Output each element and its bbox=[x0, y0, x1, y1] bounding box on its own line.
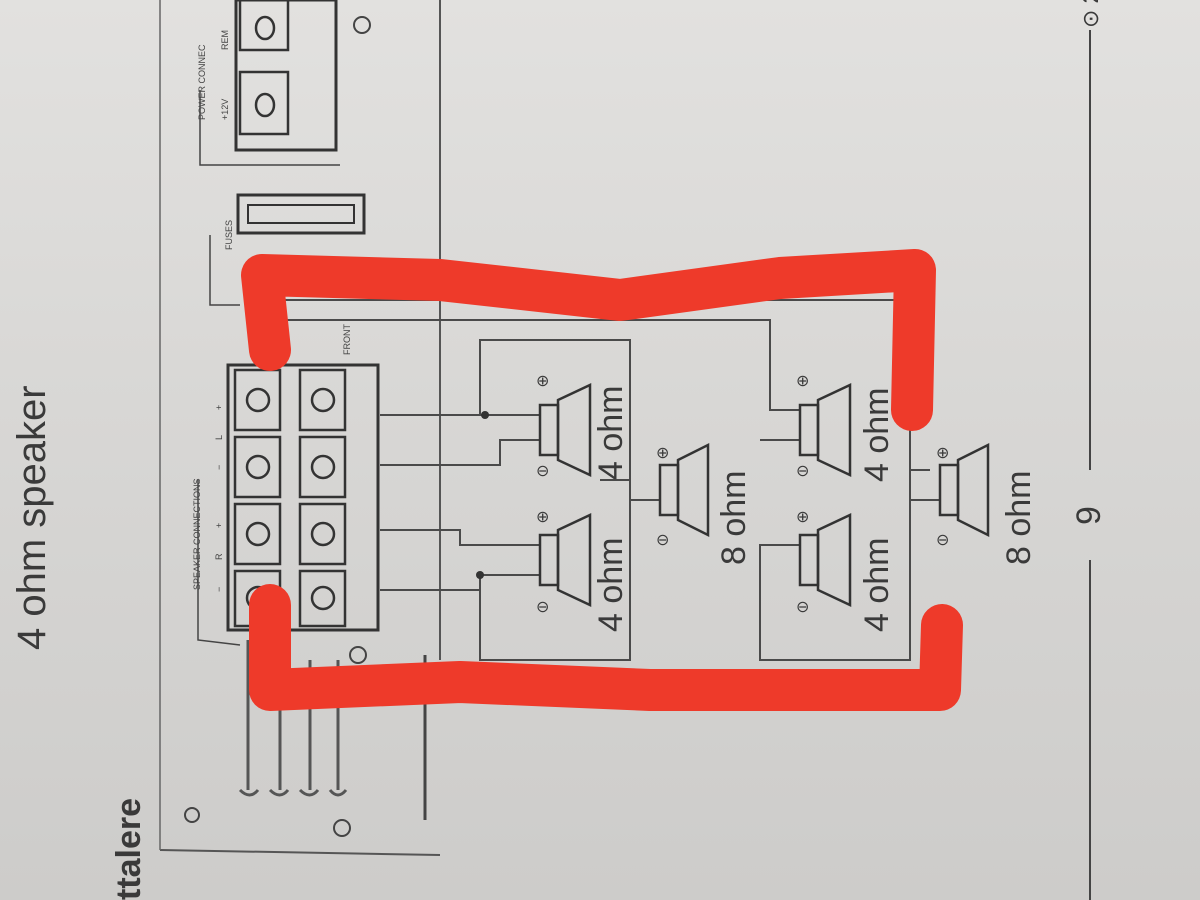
svg-text:⊕: ⊕ bbox=[656, 445, 669, 462]
svg-text:⊖: ⊖ bbox=[536, 599, 549, 616]
fuses-label: FUSES bbox=[224, 220, 234, 250]
section-title: ttalere bbox=[110, 798, 148, 900]
speaker-terminal-row-bottom bbox=[298, 368, 347, 628]
svg-text:R: R bbox=[214, 553, 224, 560]
left-bottom-speaker-label: 4 ohm bbox=[592, 538, 630, 633]
mount-screw-icon bbox=[353, 16, 371, 34]
power-connector-block bbox=[234, 0, 338, 152]
fuse-holder bbox=[236, 193, 366, 235]
svg-text:⊕: ⊕ bbox=[536, 509, 549, 526]
svg-text:L: L bbox=[214, 435, 224, 440]
power-screw-12v-icon bbox=[254, 92, 276, 118]
right-combined-impedance-label: 8 ohm bbox=[1000, 471, 1038, 566]
svg-text:⊕: ⊕ bbox=[536, 373, 549, 390]
speaker-connections-bracket bbox=[197, 480, 241, 646]
power-terminal-12v bbox=[238, 70, 290, 136]
svg-text:⊖: ⊖ bbox=[796, 599, 809, 616]
speaker-icon bbox=[798, 513, 852, 607]
mount-screw-bottom-icon bbox=[349, 646, 367, 664]
amp-panel-bottom-edge bbox=[159, 849, 441, 856]
page-heading: 4 ohm speaker bbox=[10, 385, 54, 650]
svg-text:⊕: ⊕ bbox=[796, 373, 809, 390]
power-terminal-12v-label: +12V bbox=[220, 99, 230, 120]
speaker-terminal-block bbox=[226, 363, 380, 632]
speaker-icon bbox=[938, 442, 990, 538]
svg-text:+: + bbox=[214, 405, 224, 410]
speaker-icon bbox=[798, 383, 852, 477]
svg-text:⊕: ⊕ bbox=[796, 509, 809, 526]
wire-junction bbox=[481, 411, 489, 419]
speaker-icon bbox=[538, 383, 592, 477]
fuse-icon bbox=[247, 204, 355, 224]
speaker-connections-label: SPEAKER CONNECTIONS bbox=[192, 478, 202, 590]
mount-screw-corner2-icon bbox=[333, 819, 351, 837]
svg-text:−: − bbox=[214, 465, 224, 470]
power-terminal-rem-label: REM bbox=[220, 30, 230, 50]
front-label: FRONT bbox=[342, 324, 352, 355]
speaker-icon bbox=[538, 513, 592, 607]
wire-junction bbox=[476, 571, 484, 579]
terminal-polarity-labels: − R + − L + bbox=[214, 405, 224, 592]
corner-number: ⊙ 2 bbox=[1078, 0, 1103, 28]
power-connection-label: POWER CONNEC bbox=[197, 44, 207, 120]
power-bracket bbox=[199, 90, 340, 166]
svg-text:+: + bbox=[214, 523, 224, 528]
svg-text:⊖: ⊖ bbox=[796, 463, 809, 480]
svg-text:⊖: ⊖ bbox=[656, 532, 669, 549]
fuses-bracket bbox=[209, 235, 240, 306]
svg-text:⊖: ⊖ bbox=[936, 532, 949, 549]
svg-text:⊖: ⊖ bbox=[536, 463, 549, 480]
power-terminal-rem bbox=[238, 0, 290, 52]
power-screw-rem-icon bbox=[254, 15, 276, 41]
left-combined-impedance-label: 8 ohm bbox=[715, 471, 753, 566]
page-number: 9 bbox=[1070, 506, 1108, 525]
speaker-icon bbox=[658, 442, 710, 538]
red-marker-annotation bbox=[241, 249, 963, 711]
svg-text:⊕: ⊕ bbox=[936, 445, 949, 462]
right-bottom-speaker-label: 4 ohm bbox=[858, 538, 896, 633]
right-top-speaker-label: 4 ohm bbox=[858, 388, 896, 483]
svg-text:−: − bbox=[214, 587, 224, 592]
left-top-speaker-label: 4 ohm bbox=[592, 386, 630, 481]
mount-screw-corner-icon bbox=[184, 807, 200, 823]
polarity-marks: ⊕ ⊖ ⊕ ⊖ ⊕ ⊖ ⊕ ⊖ ⊕ ⊖ ⊕ ⊖ bbox=[536, 373, 949, 616]
speaker-wires bbox=[285, 299, 940, 661]
